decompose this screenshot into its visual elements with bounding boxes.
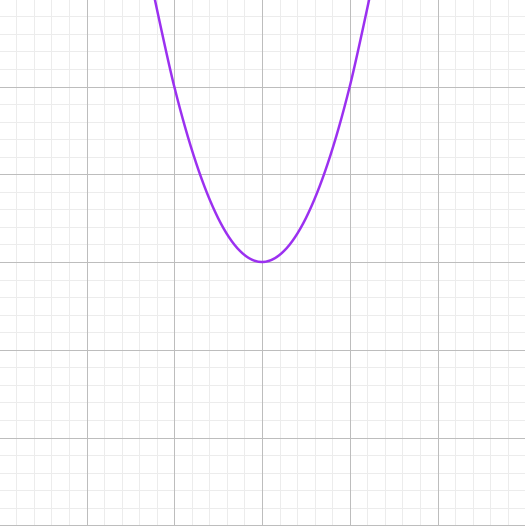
series-layer <box>153 0 371 264</box>
series-line-0 <box>153 0 371 264</box>
